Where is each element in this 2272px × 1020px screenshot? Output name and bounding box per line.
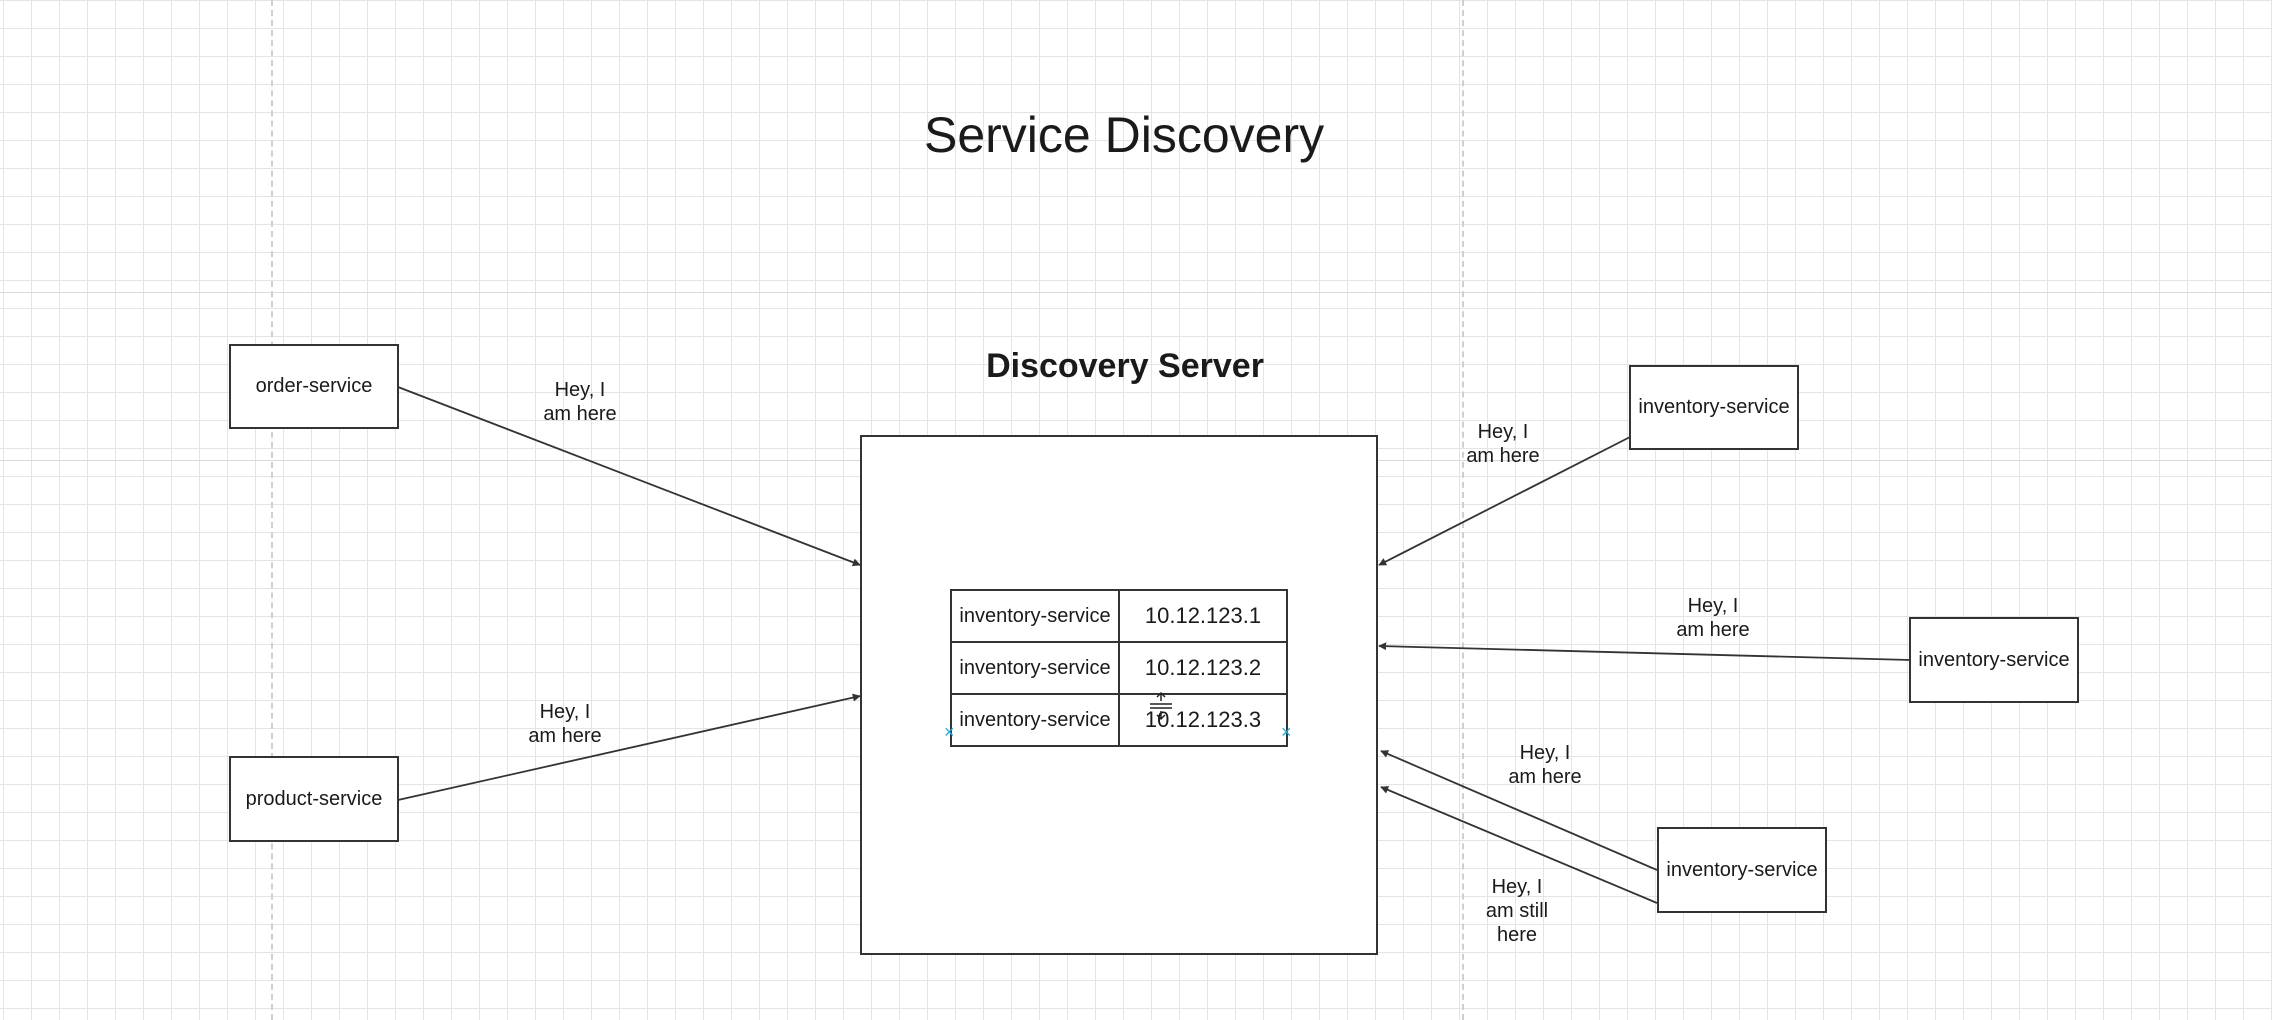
registry-row[interactable]: inventory-service 10.12.123.3 [950, 693, 1288, 747]
diagram-title[interactable]: Service Discovery [924, 107, 1325, 163]
inventory3-to-server-arrow[interactable] [1380, 750, 1658, 871]
inventory1-to-server-arrow[interactable] [1378, 436, 1631, 566]
selection-handle-left-icon[interactable]: × [944, 722, 955, 742]
product-service-node[interactable]: product-service [229, 756, 399, 842]
inventory-service-node-1[interactable]: inventory-service [1629, 365, 1799, 450]
node-label: product-service [245, 787, 383, 810]
discovery-server-title[interactable]: Discovery Server [986, 347, 1264, 385]
edge-label-inventory-3a[interactable]: Hey, I am here [1495, 741, 1595, 789]
page-guide-left [271, 0, 273, 1020]
registry-address-cell[interactable]: 10.12.123.3 [1118, 693, 1288, 747]
order-to-server-arrow[interactable] [397, 386, 861, 567]
edge-label-text: Hey, I am here [1466, 421, 1540, 467]
registry-row[interactable]: inventory-service 10.12.123.1 [950, 589, 1288, 643]
inventory-service-node-3[interactable]: inventory-service [1657, 827, 1827, 913]
edge-label-product[interactable]: Hey, I am here [515, 700, 615, 748]
registry-service-cell[interactable]: inventory-service [950, 693, 1120, 747]
registry-row[interactable]: inventory-service 10.12.123.2 [950, 641, 1288, 695]
edge-label-text: Hey, I am here [1676, 595, 1750, 641]
inventory-service-node-2[interactable]: inventory-service [1909, 617, 2079, 703]
inventory3-to-server-still-arrow[interactable] [1380, 786, 1658, 904]
selection-handle-right-icon[interactable]: × [1281, 722, 1292, 742]
node-label: inventory-service [1638, 396, 1790, 418]
row-resize-cursor-icon [1150, 691, 1172, 721]
product-to-server-arrow[interactable] [397, 693, 861, 801]
node-label: inventory-service [1918, 648, 2070, 671]
registry-service-cell[interactable]: inventory-service [950, 641, 1120, 695]
order-service-node[interactable]: order-service [229, 344, 399, 429]
registry-address-cell[interactable]: 10.12.123.1 [1118, 589, 1288, 643]
node-label: inventory-service [1666, 858, 1818, 881]
edge-label-text: Hey, I am here [1508, 742, 1582, 788]
edge-label-order[interactable]: Hey, I am here [530, 378, 630, 426]
page-guide-right [1462, 0, 1464, 1020]
registry-address-cell[interactable]: 10.12.123.2 [1118, 641, 1288, 695]
node-label: order-service [255, 375, 373, 397]
edge-label-text: Hey, I am here [528, 701, 602, 747]
edge-label-inventory-1[interactable]: Hey, I am here [1453, 420, 1553, 468]
inventory2-to-server-arrow[interactable] [1378, 642, 1911, 661]
edge-label-inventory-3b[interactable]: Hey, I am still here [1467, 875, 1567, 947]
edge-label-text: Hey, I am still here [1485, 876, 1549, 946]
edge-label-inventory-2[interactable]: Hey, I am here [1663, 594, 1763, 642]
edge-label-text: Hey, I am here [543, 379, 617, 425]
page-band-divider [0, 292, 2272, 293]
registry-service-cell[interactable]: inventory-service [950, 589, 1120, 643]
service-registry-table[interactable]: inventory-service 10.12.123.1 inventory-… [950, 589, 1288, 747]
